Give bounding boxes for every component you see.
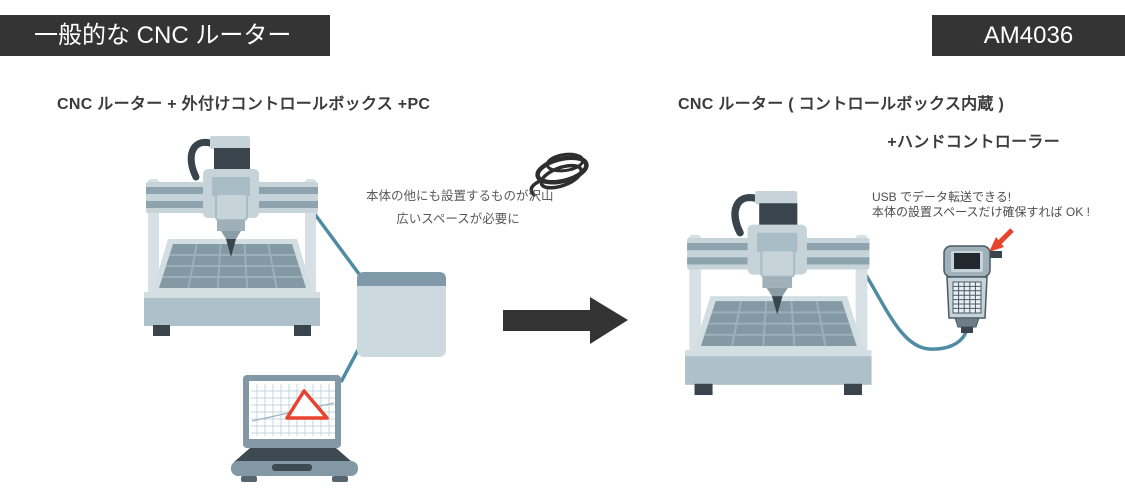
laptop — [231, 375, 358, 482]
left-note-line2: 広いスペースが必要に — [396, 212, 520, 226]
controller-keypad — [952, 281, 982, 314]
right-heading-line2: +ハンドコントローラー — [887, 134, 1060, 151]
laptop-trackpad — [272, 464, 312, 471]
banner-am4036: AM4036 — [932, 15, 1125, 56]
laptop-screen-cad-drawing — [251, 384, 335, 436]
cad-triangle — [285, 389, 329, 420]
cable-controlbox-to-laptop — [339, 349, 360, 383]
controller-screen — [954, 253, 980, 269]
left-section-heading: CNC ルーター + 外付けコントロールボックス +PC — [57, 96, 431, 113]
right-note-line1: USB でデータ転送できる! — [872, 190, 1012, 204]
control-box — [357, 272, 446, 357]
cable-machine-to-controlbox — [312, 211, 364, 280]
right-note: USB でデータ転送できる! 本体の設置スペースだけ確保すれば OK ! — [872, 190, 1090, 220]
controller-usb-plug — [985, 251, 1002, 258]
laptop-keyboard — [234, 448, 352, 462]
right-section-heading: CNC ルーター ( コントロールボックス内蔵 ) +ハンドコントローラー — [678, 90, 1070, 152]
hand-controller — [943, 245, 1002, 333]
cnc-router-right — [685, 191, 872, 395]
cnc-router-left — [144, 136, 320, 336]
transition-arrow-icon — [503, 297, 628, 344]
banner-typical-cnc: 一般的な CNC ルーター — [0, 15, 330, 56]
red-pointer-arrow-icon — [989, 228, 1014, 252]
right-note-line2: 本体の設置スペースだけ確保すれば OK ! — [872, 205, 1090, 219]
left-note: 本体の他にも設置するものが沢山 広いスペースが必要に — [366, 185, 554, 231]
usb-cable-coil-icon — [529, 152, 589, 197]
cable-machine-to-controller — [864, 274, 968, 351]
left-note-line1: 本体の他にも設置するものが沢山 — [366, 189, 554, 203]
right-heading-line1: CNC ルーター ( コントロールボックス内蔵 ) — [678, 96, 1005, 113]
